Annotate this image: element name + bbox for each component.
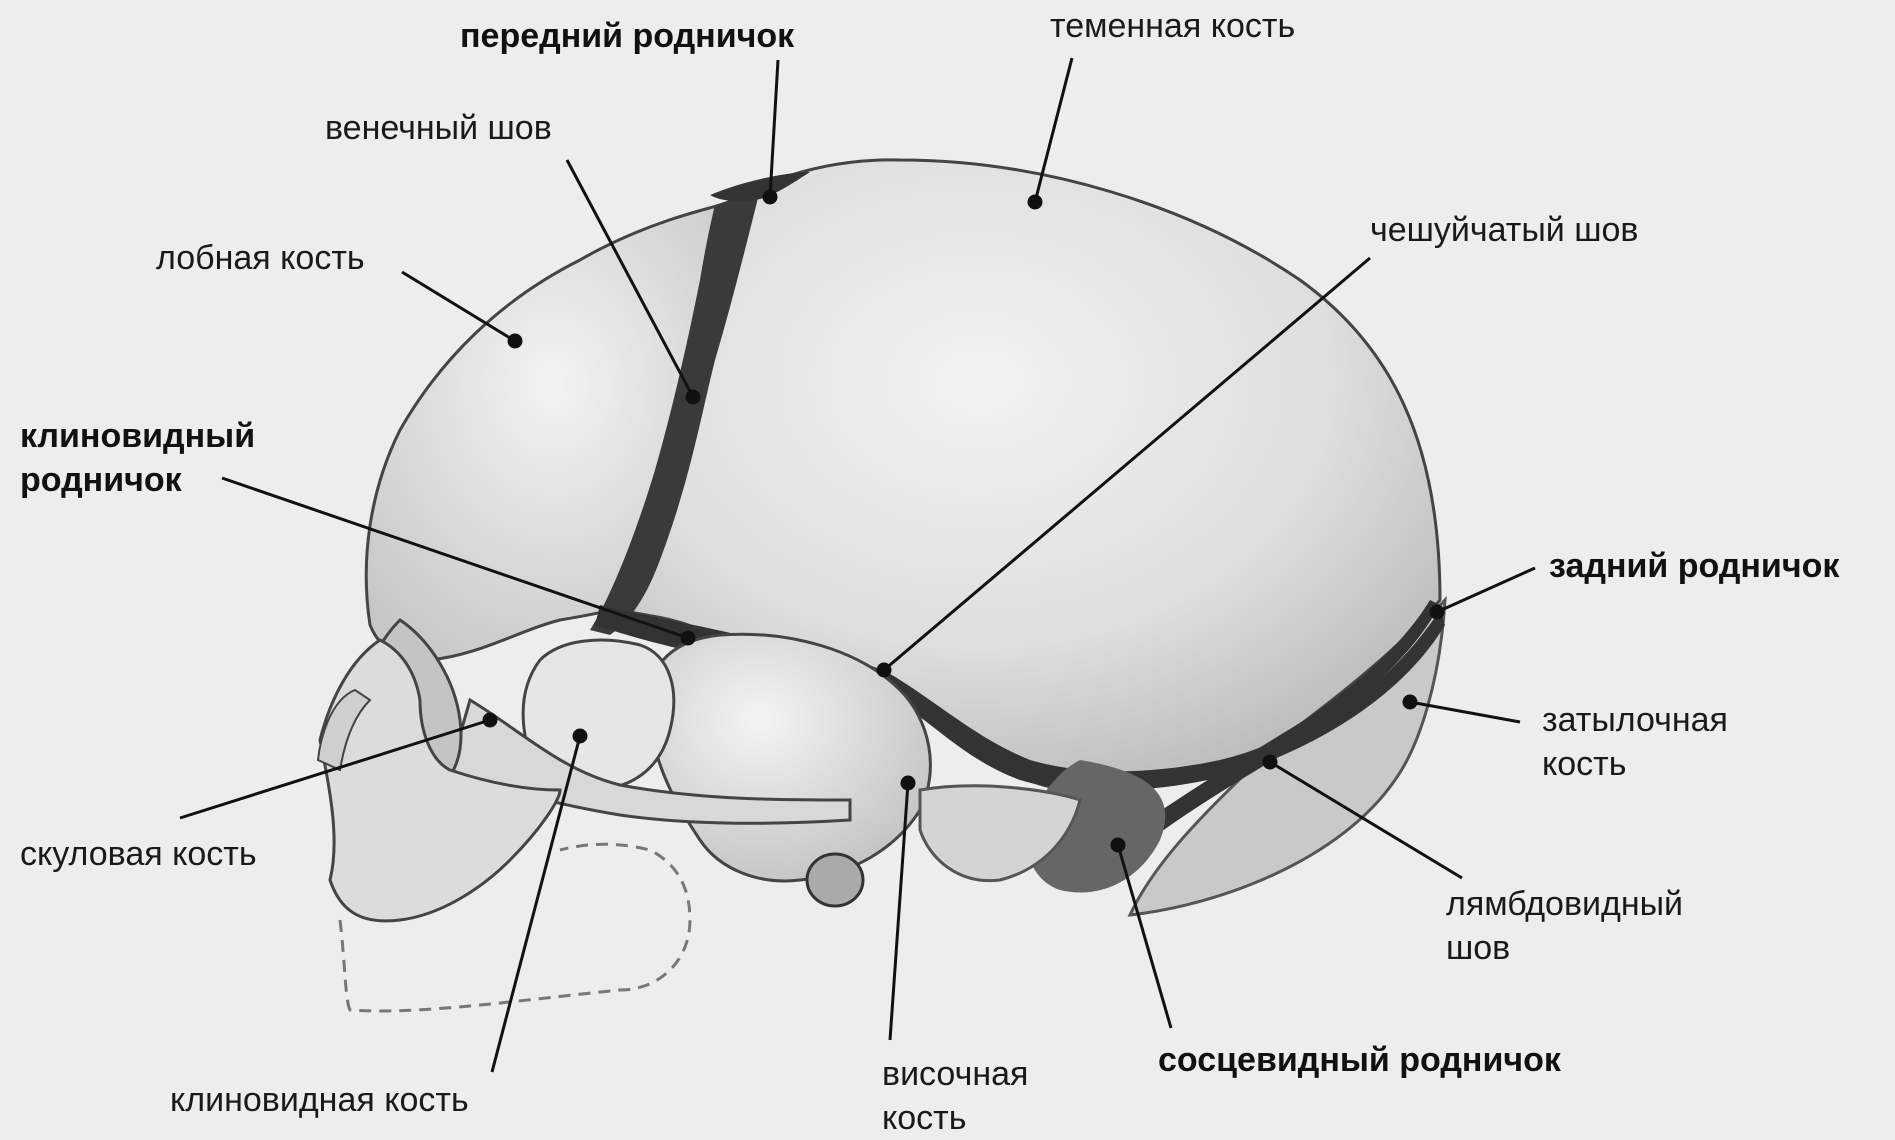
label-lambdoid-suture-line1: лямбдовидный xyxy=(1446,882,1683,926)
label-anterior-fontanelle: передний родничок xyxy=(460,14,794,58)
label-parietal-bone: теменная кость xyxy=(1050,4,1295,48)
label-sphenoid-fontanelle-line2: родничок xyxy=(20,458,255,502)
label-frontal-bone: лобная кость xyxy=(156,236,365,280)
label-zygomatic-bone: скуловая кость xyxy=(20,832,257,876)
leader-frontal-bone xyxy=(402,272,515,341)
label-temporal-bone-line2: кость xyxy=(882,1096,1028,1140)
label-coronal-suture: венечный шов xyxy=(325,106,552,150)
label-occipital-bone-line2: кость xyxy=(1542,742,1728,786)
label-occipital-bone-line1: затылочная xyxy=(1542,698,1728,742)
ear-canal xyxy=(807,854,863,906)
label-sphenoid-bone: клиновидная кость xyxy=(170,1078,469,1122)
label-lambdoid-suture-line2: шов xyxy=(1446,926,1683,970)
label-sphenoid-fontanelle-line1: клиновидный xyxy=(20,414,255,458)
leader-posterior-fontanelle xyxy=(1437,568,1535,612)
label-occipital-bone: затылочная кость xyxy=(1542,698,1728,786)
label-temporal-bone-line1: височная xyxy=(882,1052,1028,1096)
label-posterior-fontanelle: задний родничок xyxy=(1549,544,1839,588)
label-squamous-suture: чешуйчатый шов xyxy=(1370,208,1638,252)
label-lambdoid-suture: лямбдовидный шов xyxy=(1446,882,1683,970)
label-temporal-bone: височная кость xyxy=(882,1052,1028,1140)
label-mastoid-fontanelle: сосцевидный родничок xyxy=(1158,1038,1561,1082)
label-sphenoid-fontanelle: клиновидный родничок xyxy=(20,414,255,502)
